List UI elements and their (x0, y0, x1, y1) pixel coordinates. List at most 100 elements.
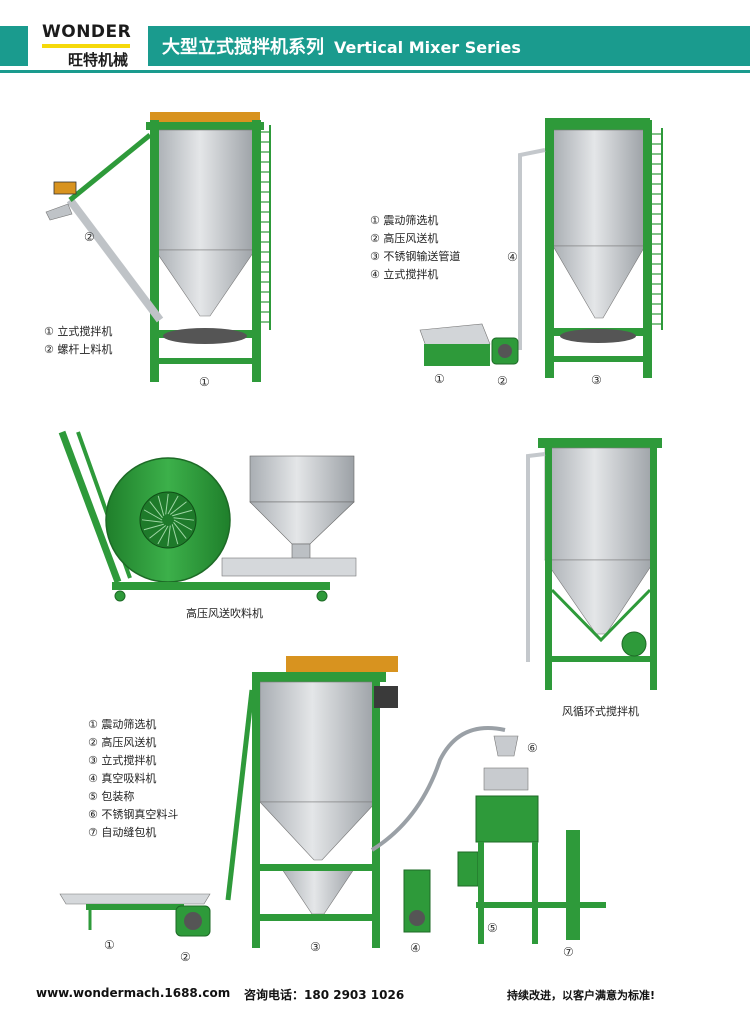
mixer-cylinder (154, 129, 256, 251)
mixer-cylinder (544, 447, 656, 561)
footer-phone: 咨询电话：180 2903 1026 (244, 988, 405, 1002)
impeller-blade (173, 521, 187, 539)
callout-number: ② (84, 230, 95, 244)
figure5-complete-production-line (59, 656, 606, 948)
impeller-blade (171, 524, 179, 545)
mixer-cylinder (259, 681, 377, 803)
legend-item: ① 立式搅拌机 (44, 325, 113, 338)
legend-item: ② 高压风送机 (370, 232, 439, 245)
top-ring (252, 672, 386, 682)
figure1-legend: ① 立式搅拌机 ② 螺杆上料机 (44, 323, 112, 359)
legend-item: ⑥ 不锈钢真空料斗 (88, 808, 179, 821)
blower-fan (184, 912, 202, 930)
blower-fan (498, 344, 512, 358)
circulation-pipe (526, 452, 546, 662)
logo-text-cn: 旺特机械 (68, 51, 129, 69)
legend-item: ② 高压风送机 (88, 736, 157, 749)
header: WONDER 旺特机械 大型立式搅拌机系列 Vertical Mixer Seri… (0, 0, 750, 78)
blower-impeller (139, 491, 197, 549)
callout-number: ② (497, 374, 508, 388)
impeller-blade (173, 517, 195, 521)
impeller-blade (169, 501, 187, 515)
callout-number: ⑤ (487, 921, 498, 935)
left-leg (545, 444, 552, 690)
figure4-air-circulation-mixer (526, 438, 662, 690)
vibrating-screen-tray (59, 893, 211, 905)
top-cover (150, 112, 260, 122)
feed-pipe (225, 689, 255, 901)
bag-sewing-post (566, 830, 580, 940)
hopper-cone (249, 501, 355, 545)
legend-item: ① 震动筛选机 (88, 718, 157, 731)
impeller-blade (165, 493, 169, 515)
legend-item: ⑤ 包装称 (88, 790, 135, 803)
left-leg (150, 120, 159, 382)
top-cover (286, 656, 398, 672)
base-disk (560, 329, 636, 343)
mixer-cone (544, 559, 656, 635)
impeller-blade (141, 519, 163, 523)
ladder (257, 125, 271, 330)
right-leg (252, 120, 261, 382)
handle-rail (58, 430, 122, 584)
packing-scale (475, 795, 539, 843)
callout-number: ① (199, 375, 210, 389)
right-leg (372, 676, 380, 948)
page-title: 大型立式搅拌机系列 Vertical Mixer Series (162, 33, 521, 59)
figure2-vertical-mixer-pneumatic-line (419, 118, 663, 378)
impeller-blade (149, 525, 167, 539)
frame-beam (252, 864, 380, 871)
legend-item: ④ 立式搅拌机 (370, 268, 439, 281)
figure2-legend: ① 震动筛选机 ② 高压风送机 ③ 不锈钢输送管道 ④ 立式搅拌机 (370, 212, 460, 284)
callout-number: ④ (507, 250, 518, 264)
title-en: Vertical Mixer Series (334, 38, 521, 57)
blow-tube (221, 557, 357, 577)
callout-number: ③ (591, 373, 602, 387)
mixer-cone (154, 249, 256, 317)
left-leg (252, 676, 260, 948)
title-cn: 大型立式搅拌机系列 (162, 37, 324, 58)
callout-number: ① (104, 938, 115, 952)
hopper-outlet (291, 543, 311, 561)
logo-text-en: WONDER (42, 22, 132, 42)
mixer-cylinder (552, 129, 646, 247)
ladder (650, 128, 663, 330)
vibrating-screen-frame (86, 904, 184, 910)
callout-number: ② (180, 950, 191, 964)
weigh-hopper (483, 767, 529, 791)
impeller-blade (157, 525, 169, 545)
impeller-blade (173, 519, 193, 531)
logo-accent-bar (42, 44, 130, 48)
base-disk (163, 328, 247, 344)
base-beam (252, 914, 380, 921)
conveyor-belt (476, 902, 606, 908)
impeller-blade (149, 501, 163, 519)
callout-number: ⑦ (563, 945, 574, 959)
vacuum-loader-motor (409, 910, 425, 926)
top-ring (538, 438, 662, 448)
cross-brace (550, 588, 652, 643)
legend-item: ① 震动筛选机 (370, 214, 439, 227)
hopper-box (249, 455, 355, 503)
legend-item: ③ 立式搅拌机 (88, 754, 157, 767)
base-beam (545, 356, 652, 362)
callout-number: ④ (410, 941, 421, 955)
impeller-blade (172, 509, 193, 517)
base-beam (545, 656, 657, 662)
legend-item: ③ 不锈钢输送管道 (370, 250, 461, 263)
vibrating-screen-frame (424, 344, 490, 366)
footer-slogan: 持续改进，以客户满意为标准! (507, 989, 656, 1002)
wheel-right (316, 590, 328, 602)
callout-number: ⑥ (527, 741, 538, 755)
callout-number: ③ (310, 940, 321, 954)
figure4-caption: 风循环式搅拌机 (562, 705, 639, 718)
circulation-blower (621, 631, 647, 657)
stainless-vacuum-hopper (493, 735, 519, 757)
impeller-blade (157, 495, 165, 516)
base-frame (112, 582, 330, 590)
header-underline (0, 70, 750, 73)
footer-website: www.wondermach.1688.com (36, 986, 231, 1000)
vacuum-hose (370, 726, 506, 852)
logo: WONDER 旺特机械 (28, 18, 148, 70)
